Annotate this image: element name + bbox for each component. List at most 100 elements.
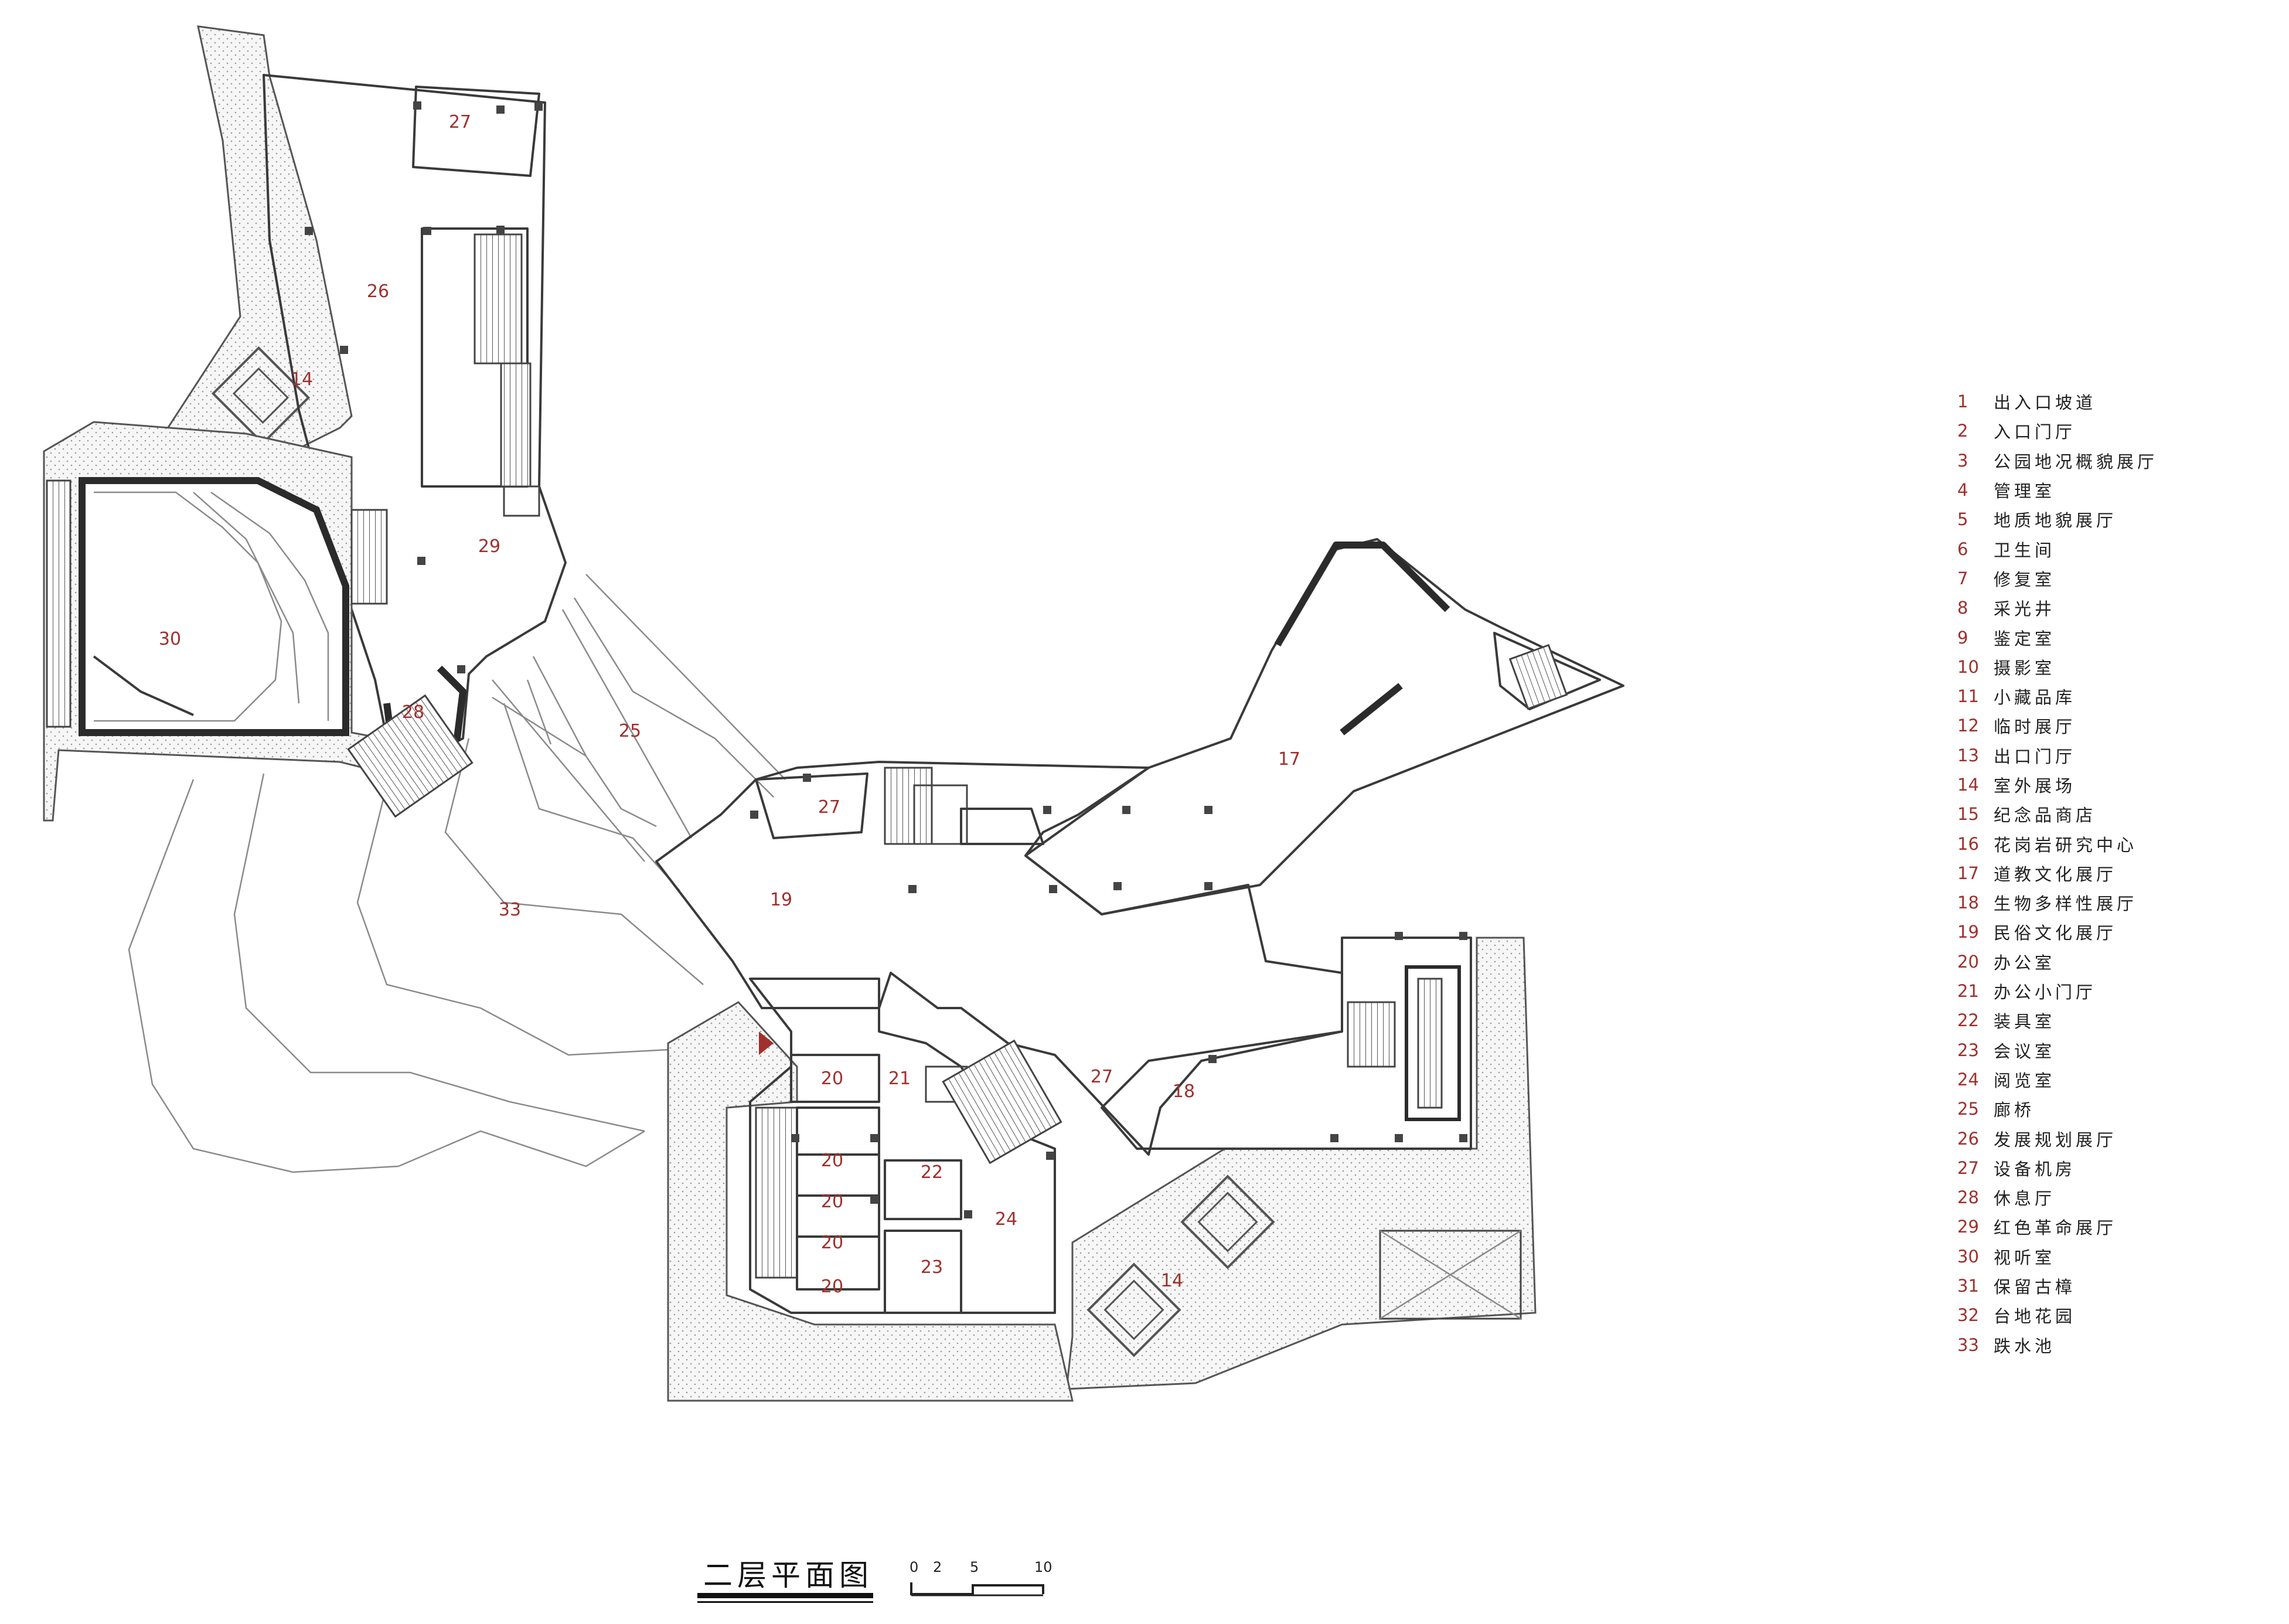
legend-row: 17 道教文化展厅 <box>1957 859 2262 888</box>
room-label-19: 19 <box>770 890 792 910</box>
legend-row: 20 办公室 <box>1957 947 2262 976</box>
legend-num: 14 <box>1957 775 1979 795</box>
legend-name: 办公小门厅 <box>1994 982 2097 1003</box>
scale-label-10: 10 <box>1034 1559 1052 1575</box>
room-label-20: 20 <box>821 1068 843 1089</box>
legend-name: 管理室 <box>1994 481 2056 502</box>
legend-name: 道教文化展厅 <box>1994 864 2117 884</box>
legend-name: 纪念品商店 <box>1994 805 2097 826</box>
legend-num: 7 <box>1957 568 1968 588</box>
legend-name: 办公室 <box>1994 952 2056 973</box>
legend-name: 生物多样性展厅 <box>1994 894 2138 914</box>
legend-name: 会议室 <box>1994 1041 2056 1061</box>
legend-num: 16 <box>1957 833 1979 854</box>
legend-row: 14 室外展场 <box>1957 770 2262 799</box>
legend-row: 25 廊桥 <box>1957 1094 2262 1123</box>
room-label-25: 25 <box>619 721 641 741</box>
west-stair <box>350 509 388 605</box>
legend-row: 8 采光井 <box>1957 593 2262 622</box>
legend-num: 8 <box>1957 598 1968 618</box>
legend-name: 地质地貌展厅 <box>1994 510 2117 531</box>
room-label-23: 23 <box>921 1257 943 1278</box>
legend-num: 4 <box>1957 480 1968 501</box>
legend-row: 4 管理室 <box>1957 475 2262 505</box>
room-label-14: 14 <box>1161 1271 1183 1291</box>
legend-num: 17 <box>1957 863 1979 883</box>
room-label-14: 14 <box>291 369 313 390</box>
scale-label-2: 2 <box>933 1559 942 1575</box>
legend-row: 30 视听室 <box>1957 1242 2262 1271</box>
legend-num: 20 <box>1957 951 1979 972</box>
legend-num: 6 <box>1957 539 1968 559</box>
legend-name: 修复室 <box>1994 569 2056 590</box>
legend-name: 室外展场 <box>1994 776 2076 796</box>
legend-num: 21 <box>1957 981 1979 1002</box>
legend-name: 台地花园 <box>1994 1306 2076 1327</box>
legend-name: 保留古樟 <box>1994 1277 2076 1298</box>
legend-name: 休息厅 <box>1994 1189 2056 1209</box>
planter-east <box>1180 1174 1275 1269</box>
room-label-18: 18 <box>1173 1081 1195 1102</box>
legend-num: 25 <box>1957 1099 1979 1119</box>
legend-num: 22 <box>1957 1010 1979 1031</box>
south-east-terrace <box>1065 937 1537 1390</box>
legend-name: 阅览室 <box>1994 1070 2056 1091</box>
legend-name: 视听室 <box>1994 1247 2056 1268</box>
legend-num: 30 <box>1957 1246 1979 1266</box>
legend-name: 廊桥 <box>1994 1100 2035 1121</box>
legend-row: 33 跌水池 <box>1957 1330 2262 1360</box>
room-label-33: 33 <box>499 900 521 920</box>
legend-num: 27 <box>1957 1157 1979 1178</box>
legend-name: 装具室 <box>1994 1012 2056 1032</box>
scale-label-0: 0 <box>910 1559 919 1575</box>
east-wing <box>1024 538 1624 915</box>
drawing-title: 二层平面图 <box>703 1558 873 1592</box>
legend-num: 12 <box>1957 716 1979 736</box>
legend-num: 31 <box>1957 1276 1979 1296</box>
legend-name: 设备机房 <box>1994 1159 2076 1179</box>
legend-num: 26 <box>1957 1128 1979 1149</box>
legend-num: 33 <box>1957 1334 1979 1355</box>
north-wing-terrace <box>162 25 353 458</box>
room-label-20: 20 <box>821 1276 843 1297</box>
legend-num: 1 <box>1957 391 1968 412</box>
legend-row: 28 休息厅 <box>1957 1183 2262 1212</box>
room-label-17: 17 <box>1278 749 1300 770</box>
legend-name: 红色革命展厅 <box>1994 1218 2117 1238</box>
room-label-27: 27 <box>449 112 471 132</box>
legend-num: 28 <box>1957 1187 1979 1208</box>
legend-name: 采光井 <box>1994 599 2056 619</box>
legend-name: 公园地况概貌展厅 <box>1994 451 2158 472</box>
legend-name: 出口门厅 <box>1994 746 2076 767</box>
scale-bar <box>910 1582 1044 1596</box>
legend-num: 19 <box>1957 922 1979 942</box>
room-label-26: 26 <box>367 281 389 302</box>
legend-row: 7 修复室 <box>1957 564 2262 593</box>
planter-south <box>1086 1262 1181 1357</box>
legend-name: 鉴定室 <box>1994 628 2056 649</box>
biodiversity-hall <box>1101 937 1522 1320</box>
legend-row: 22 装具室 <box>1957 1006 2262 1035</box>
room-labels: 27 26 14 29 30 28 25 33 27 19 17 27 18 2… <box>159 112 1300 1297</box>
legend-row: 18 生物多样性展厅 <box>1957 888 2262 917</box>
legend-row: 27 设备机房 <box>1957 1153 2262 1183</box>
legend-num: 5 <box>1957 509 1968 530</box>
legend-name: 跌水池 <box>1994 1336 2056 1356</box>
room-label-20: 20 <box>821 1150 843 1171</box>
legend-num: 18 <box>1957 893 1979 913</box>
legend-num: 11 <box>1957 686 1979 707</box>
